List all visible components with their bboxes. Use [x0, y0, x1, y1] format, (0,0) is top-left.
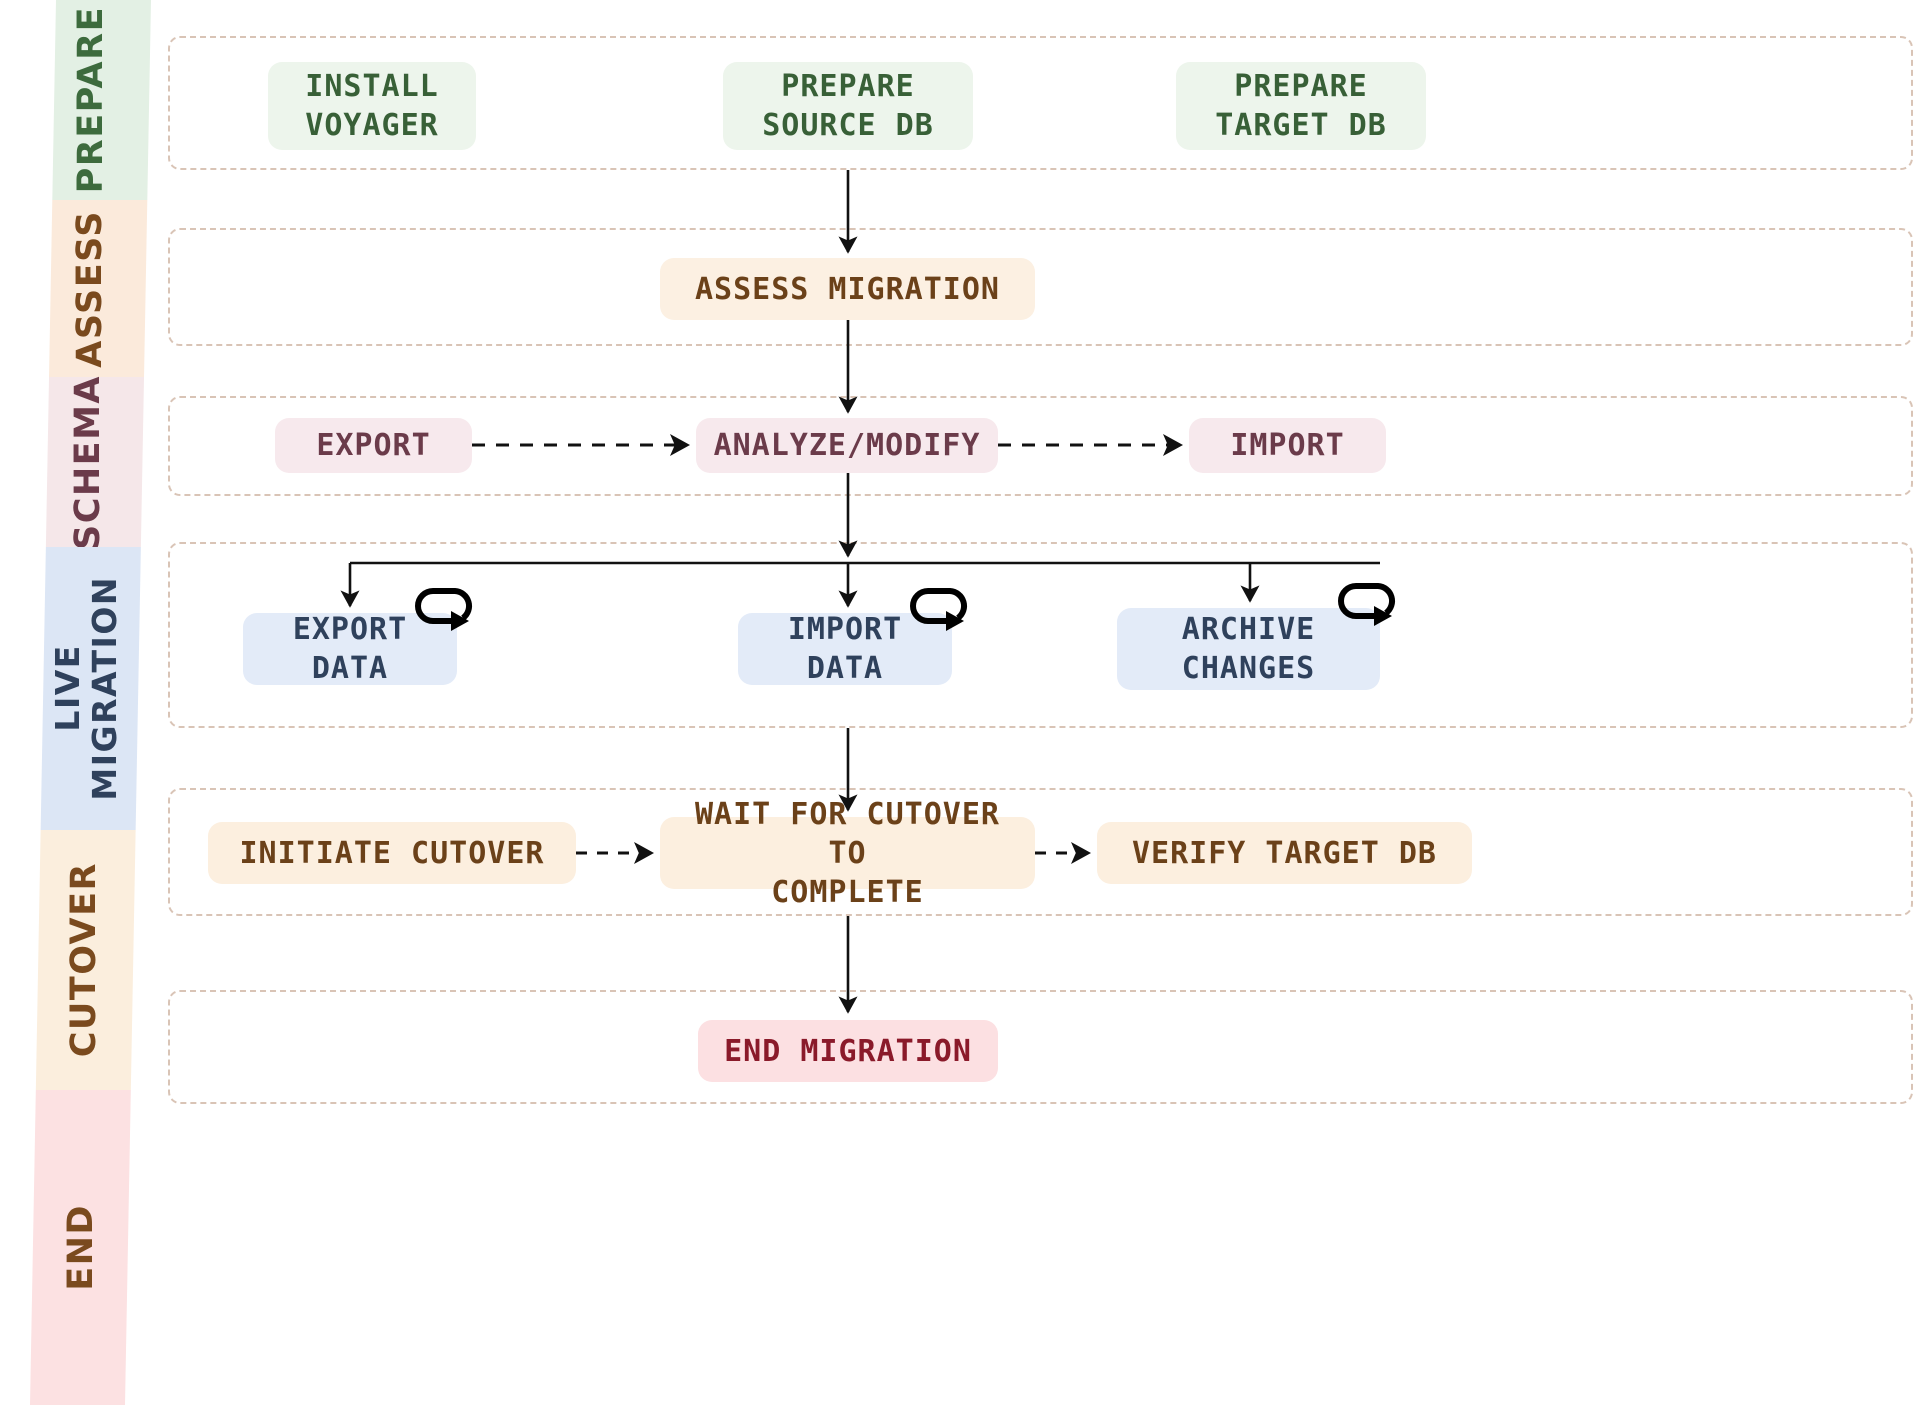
self-loop-arrow-icon — [415, 588, 472, 631]
phase-label-cutover: CUTOVER — [63, 862, 104, 1058]
lane-prepare — [168, 36, 1913, 170]
phase-band-shape-assess — [49, 200, 148, 377]
phase-label-end: END — [61, 1204, 102, 1291]
phase-band-assess: ASSESS — [0, 200, 160, 377]
phase-band-live-migration: LIVE MIGRATION — [0, 547, 160, 830]
lane-assess — [168, 228, 1913, 346]
phase-ribbon: PREPARE ASSESS SCHEMA LIVE MIGRATION CUTOVER… — [0, 0, 160, 1405]
phase-label-schema: SCHEMA — [67, 374, 108, 550]
phase-band-schema: SCHEMA — [0, 374, 160, 550]
phase-band-prepare: PREPARE — [0, 0, 160, 200]
node-schema-export[interactable]: EXPORT — [275, 418, 472, 473]
node-archive-changes[interactable]: ARCHIVE CHANGES — [1117, 608, 1380, 690]
node-schema-import[interactable]: IMPORT — [1189, 418, 1386, 473]
node-import-data[interactable]: IMPORT DATA — [738, 612, 952, 686]
lane-cutover — [168, 788, 1913, 916]
lane-schema — [168, 396, 1913, 496]
node-verify-target-db[interactable]: VERIFY TARGET DB — [1097, 822, 1472, 884]
node-prepare-source-db[interactable]: PREPARE SOURCE DB — [723, 62, 973, 150]
node-schema-analyze-modify[interactable]: ANALYZE/MODIFY — [696, 418, 998, 473]
phase-band-shape-schema — [45, 377, 145, 547]
lane-live — [168, 542, 1913, 728]
phase-label-live-migration: LIVE MIGRATION — [47, 576, 124, 801]
node-install-voyager[interactable]: INSTALL VOYAGER — [268, 62, 476, 150]
phase-band-shape-cutover — [35, 830, 136, 1090]
phase-band-end: END — [0, 1090, 160, 1405]
node-initiate-cutover[interactable]: INITIATE CUTOVER — [208, 822, 576, 884]
phase-band-cutover: CUTOVER — [0, 830, 160, 1090]
node-prepare-target-db[interactable]: PREPARE TARGET DB — [1176, 62, 1426, 150]
self-loop-arrow-icon — [910, 588, 967, 631]
lane-end — [168, 990, 1913, 1104]
self-loop-arrow-icon — [1338, 583, 1395, 626]
node-wait-for-cutover[interactable]: WAIT FOR CUTOVER TO COMPLETE — [660, 797, 1035, 910]
phase-band-shape-end — [30, 1090, 131, 1405]
phase-label-assess: ASSESS — [69, 209, 110, 368]
phase-band-shape-prepare — [52, 0, 151, 200]
node-end-migration[interactable]: END MIGRATION — [698, 1020, 998, 1082]
node-assess-migration[interactable]: ASSESS MIGRATION — [660, 258, 1035, 320]
flowchart-canvas: INSTALL VOYAGER PREPARE SOURCE DB PREPARE … — [160, 0, 1921, 1405]
phase-band-shape-live-migration — [40, 547, 141, 830]
phase-label-prepare: PREPARE — [71, 6, 112, 194]
node-export-data[interactable]: EXPORT DATA — [243, 612, 457, 686]
